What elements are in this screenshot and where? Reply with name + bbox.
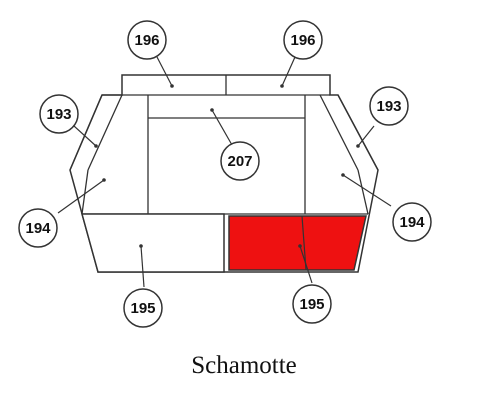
callout-193-right-label: 193 [376, 98, 401, 115]
callout-193-right: 193 [369, 86, 409, 126]
part-195-right-highlighted[interactable] [228, 215, 367, 271]
callout-193-left: 193 [39, 94, 79, 134]
callout-196-right: 196 [283, 20, 323, 60]
callout-196-left-label: 196 [134, 32, 159, 49]
callout-194-left: 194 [18, 208, 58, 248]
callout-196-left: 196 [127, 20, 167, 60]
leader-lines [57, 56, 392, 288]
callout-194-left-label: 194 [25, 220, 51, 237]
callout-194-right-label: 194 [399, 214, 425, 231]
part-194-side-walls [81, 169, 369, 215]
callout-196-right-label: 196 [290, 32, 315, 49]
callout-195-right-label: 195 [299, 296, 324, 313]
diagram-caption: Schamotte [191, 352, 297, 379]
callout-195-left: 195 [123, 288, 163, 328]
callout-207: 207 [220, 141, 260, 181]
part-195-left [81, 213, 225, 273]
callout-193-left-label: 193 [46, 106, 71, 123]
callout-195-left-label: 195 [130, 300, 155, 317]
callout-207-label: 207 [227, 153, 252, 170]
callout-194-right: 194 [392, 202, 432, 242]
callout-195-right: 195 [292, 284, 332, 324]
leader-dots [94, 84, 360, 248]
part-207-back-wall [147, 95, 306, 214]
part-193-right [319, 94, 379, 171]
part-193-left [69, 94, 123, 171]
